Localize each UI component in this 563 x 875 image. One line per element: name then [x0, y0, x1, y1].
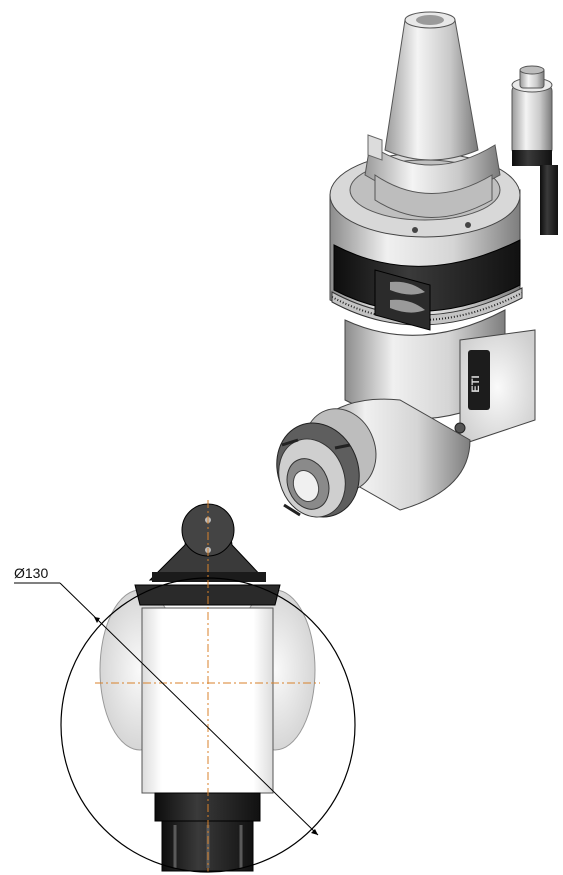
diameter-dimension-label: Ø130: [14, 565, 49, 581]
flange: [134, 584, 281, 606]
coolant-stop-pin: [511, 65, 558, 235]
front-view: [14, 500, 356, 873]
centerlines: [95, 500, 320, 872]
taper-shank: [364, 11, 501, 233]
clearance-circle: [60, 577, 356, 873]
housing-lower: ETI: [344, 309, 536, 446]
isometric-view: ETI: [276, 11, 558, 518]
brand-logo: ETI: [470, 375, 482, 392]
dimension-leader: [14, 582, 319, 836]
window-slots: [374, 269, 431, 331]
collet-nut: [276, 422, 360, 518]
